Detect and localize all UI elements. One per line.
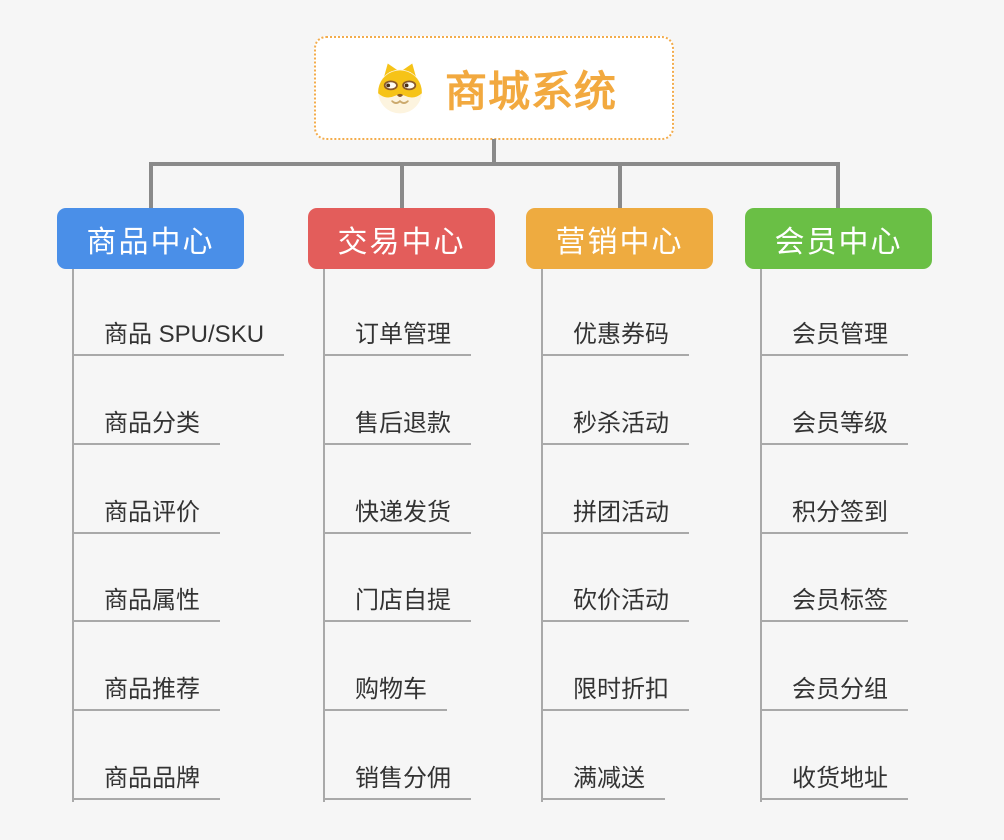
leaf-topic[interactable]: 拼团活动 xyxy=(541,494,689,534)
connector-drop-2 xyxy=(400,165,404,209)
branch-topic-products[interactable]: 商品中心 xyxy=(57,208,244,269)
leaf-topic[interactable]: 购物车 xyxy=(323,671,447,711)
connector-drop-3 xyxy=(618,165,622,209)
dog-face-icon xyxy=(378,63,422,114)
leaf-topic[interactable]: 订单管理 xyxy=(323,316,471,356)
leaf-topic[interactable]: 商品推荐 xyxy=(72,671,220,711)
leaf-topic[interactable]: 商品品牌 xyxy=(72,760,220,800)
leaf-topic[interactable]: 商品属性 xyxy=(72,582,220,622)
leaf-topic[interactable]: 满减送 xyxy=(541,760,665,800)
branch-topic-members[interactable]: 会员中心 xyxy=(745,208,932,269)
leaf-topic[interactable]: 会员等级 xyxy=(760,405,908,445)
leaf-topic[interactable]: 收货地址 xyxy=(760,760,908,800)
leaf-topic[interactable]: 会员标签 xyxy=(760,582,908,622)
leaf-topic[interactable]: 商品分类 xyxy=(72,405,220,445)
connector-horizontal-bar xyxy=(149,162,840,166)
connector-root-stem xyxy=(492,139,496,163)
branch-column-trade: 交易中心 订单管理 售后退款 快递发货 门店自提 购物车 销售分佣 xyxy=(308,208,570,808)
leaf-topic[interactable]: 门店自提 xyxy=(323,582,471,622)
branch-column-members: 会员中心 会员管理 会员等级 积分签到 会员标签 会员分组 收货地址 xyxy=(745,208,1004,808)
leaf-topic[interactable]: 积分签到 xyxy=(760,494,908,534)
leaf-topic[interactable]: 秒杀活动 xyxy=(541,405,689,445)
leaf-topic[interactable]: 会员管理 xyxy=(760,316,908,356)
leaf-topic[interactable]: 售后退款 xyxy=(323,405,471,445)
branch-rail xyxy=(541,269,543,802)
connector-drop-4 xyxy=(836,165,840,209)
leaf-topic[interactable]: 砍价活动 xyxy=(541,582,689,622)
leaf-topic[interactable]: 商品评价 xyxy=(72,494,220,534)
branch-column-marketing: 营销中心 优惠券码 秒杀活动 拼团活动 砍价活动 限时折扣 满减送 xyxy=(526,208,788,808)
leaf-topic[interactable]: 商品 SPU/SKU xyxy=(72,316,285,356)
leaf-topic[interactable]: 快递发货 xyxy=(323,494,471,534)
branch-column-products: 商品中心 商品 SPU/SKU 商品分类 商品评价 商品属性 商品推荐 商品品牌 xyxy=(57,208,319,808)
branch-rail xyxy=(323,269,325,802)
root-topic[interactable]: 商城系统 xyxy=(314,36,674,140)
leaf-topic[interactable]: 销售分佣 xyxy=(323,760,471,800)
branch-rail xyxy=(760,269,762,802)
root-topic-label: 商城系统 xyxy=(444,67,617,115)
leaf-topic[interactable]: 优惠券码 xyxy=(541,316,689,356)
branch-topic-trade[interactable]: 交易中心 xyxy=(308,208,495,269)
branch-rail xyxy=(72,269,74,802)
connector-drop-1 xyxy=(149,165,153,209)
leaf-topic[interactable]: 限时折扣 xyxy=(541,671,689,711)
leaf-topic[interactable]: 会员分组 xyxy=(760,671,908,711)
branch-topic-marketing[interactable]: 营销中心 xyxy=(526,208,713,269)
